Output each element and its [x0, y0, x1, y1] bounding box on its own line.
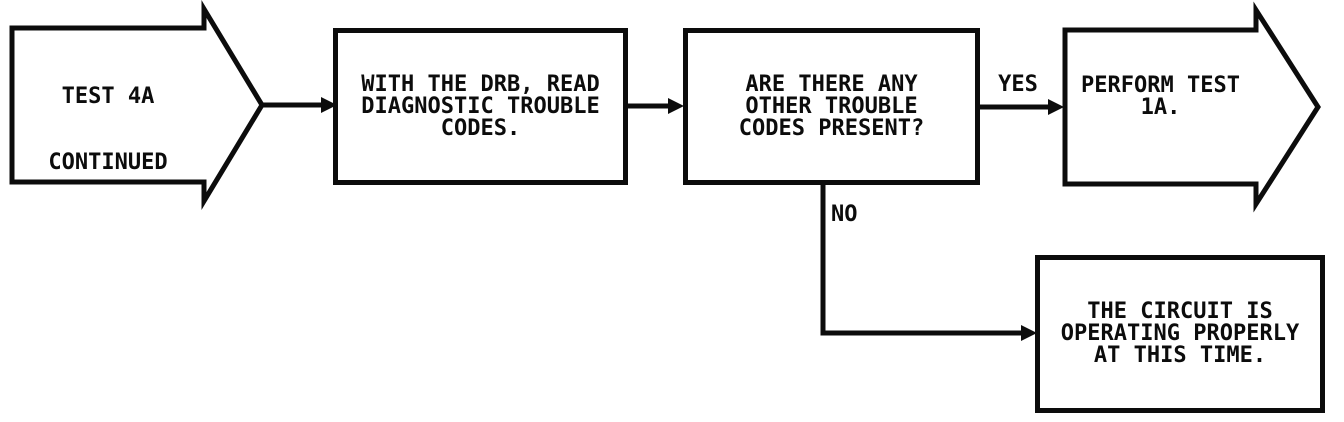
text-line: 1A. — [1140, 94, 1181, 120]
end-connector-arrow-shape — [1062, 1, 1321, 213]
text-line: CONTINUED — [48, 150, 168, 175]
result-box-shape — [1035, 255, 1325, 413]
text-line: THE CIRCUIT IS — [1087, 299, 1273, 324]
text-line: CODES PRESENT? — [738, 115, 925, 141]
process-box-label: WITH THE DRB, READ DIAGNOSTIC TROUBLE CO… — [333, 28, 628, 185]
decision-box-label: ARE THERE ANY OTHER TROUBLE CODES PRESEN… — [683, 28, 980, 185]
arrowhead-into-decision-box-icon — [668, 98, 684, 114]
start-arrow-label: TEST 4A CONTINUED — [12, 42, 204, 218]
arrowhead-into-process-box-icon — [321, 97, 337, 113]
text-line: CODES. — [440, 115, 521, 141]
text-line: OPERATING PROPERLY — [1060, 321, 1300, 346]
text-line: DIAGNOSTIC TROUBLE — [361, 93, 600, 119]
yes-branch-label: YES — [998, 72, 1038, 97]
text-line: OTHER TROUBLE — [745, 93, 918, 119]
result-box-label: THE CIRCUIT IS OPERATING PROPERLY AT THI… — [1035, 255, 1325, 413]
arrowhead-into-result-box-icon — [1021, 325, 1037, 341]
text-line: WITH THE DRB, READ — [361, 71, 600, 97]
text-line: AT THIS TIME. — [1093, 343, 1267, 368]
start-connector-arrow-shape — [9, 0, 265, 210]
end-arrow-label: PERFORM TEST 1A. — [1065, 28, 1256, 185]
text-line: TEST 4A — [61, 84, 155, 109]
process-box-shape — [333, 28, 628, 185]
text-line: PERFORM TEST — [1081, 72, 1240, 98]
decision-box-shape — [683, 28, 980, 185]
connector-no-branch — [820, 185, 1023, 336]
no-branch-label: NO — [831, 202, 858, 227]
text-line: ARE THERE ANY — [745, 71, 918, 97]
arrowhead-into-end-arrow-icon — [1048, 99, 1064, 115]
